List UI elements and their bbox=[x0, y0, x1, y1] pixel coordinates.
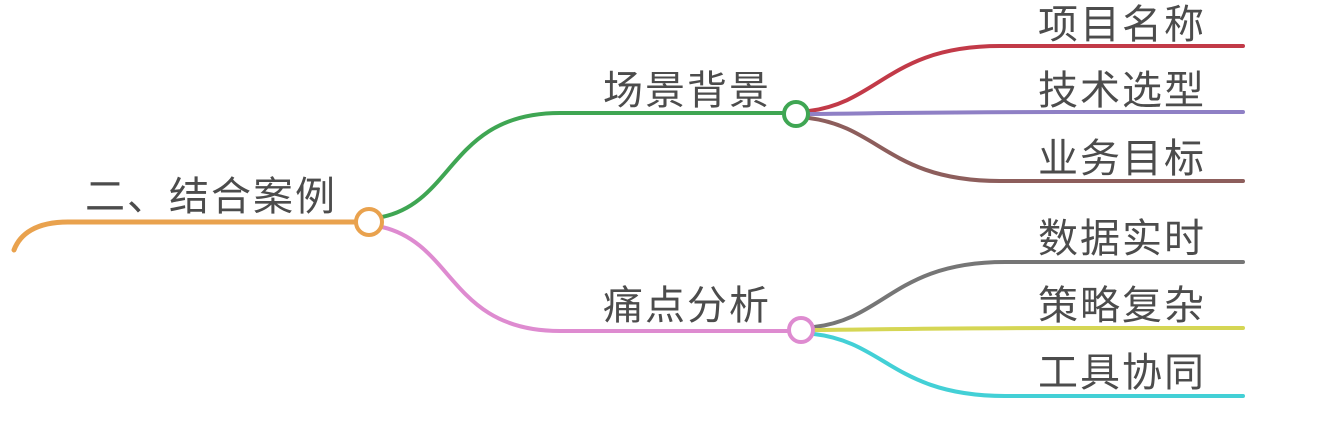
node-label-pain-analysis[interactable]: 痛点分析 bbox=[603, 284, 771, 328]
node-label-project-name[interactable]: 项目名称 bbox=[1038, 3, 1206, 47]
child-line-tool-collaboration bbox=[812, 332, 1245, 398]
child-line-business-goal bbox=[807, 116, 1245, 183]
branch-line-scene-background bbox=[380, 111, 784, 219]
node-toggle-pain-analysis[interactable] bbox=[787, 316, 815, 344]
child-line-project-name bbox=[807, 44, 1245, 113]
node-label-tool-collaboration[interactable]: 工具协同 bbox=[1038, 351, 1206, 395]
root-node-label[interactable]: 二、结合案例 bbox=[85, 175, 337, 219]
node-label-business-goal[interactable]: 业务目标 bbox=[1038, 137, 1206, 181]
node-label-strategy-complexity[interactable]: 策略复杂 bbox=[1038, 284, 1206, 328]
child-line-tech-selection bbox=[807, 110, 1245, 116]
root-node-toggle[interactable] bbox=[354, 207, 384, 237]
child-line-strategy-complexity bbox=[812, 326, 1245, 332]
node-label-data-realtime[interactable]: 数据实时 bbox=[1038, 217, 1206, 261]
branch-line-pain-analysis bbox=[380, 225, 789, 333]
node-toggle-scene-background[interactable] bbox=[782, 100, 810, 128]
node-label-scene-background[interactable]: 场景背景 bbox=[603, 69, 771, 113]
child-line-data-realtime bbox=[812, 260, 1245, 329]
root-branch-line bbox=[11, 219, 357, 253]
node-label-tech-selection[interactable]: 技术选型 bbox=[1038, 69, 1206, 113]
